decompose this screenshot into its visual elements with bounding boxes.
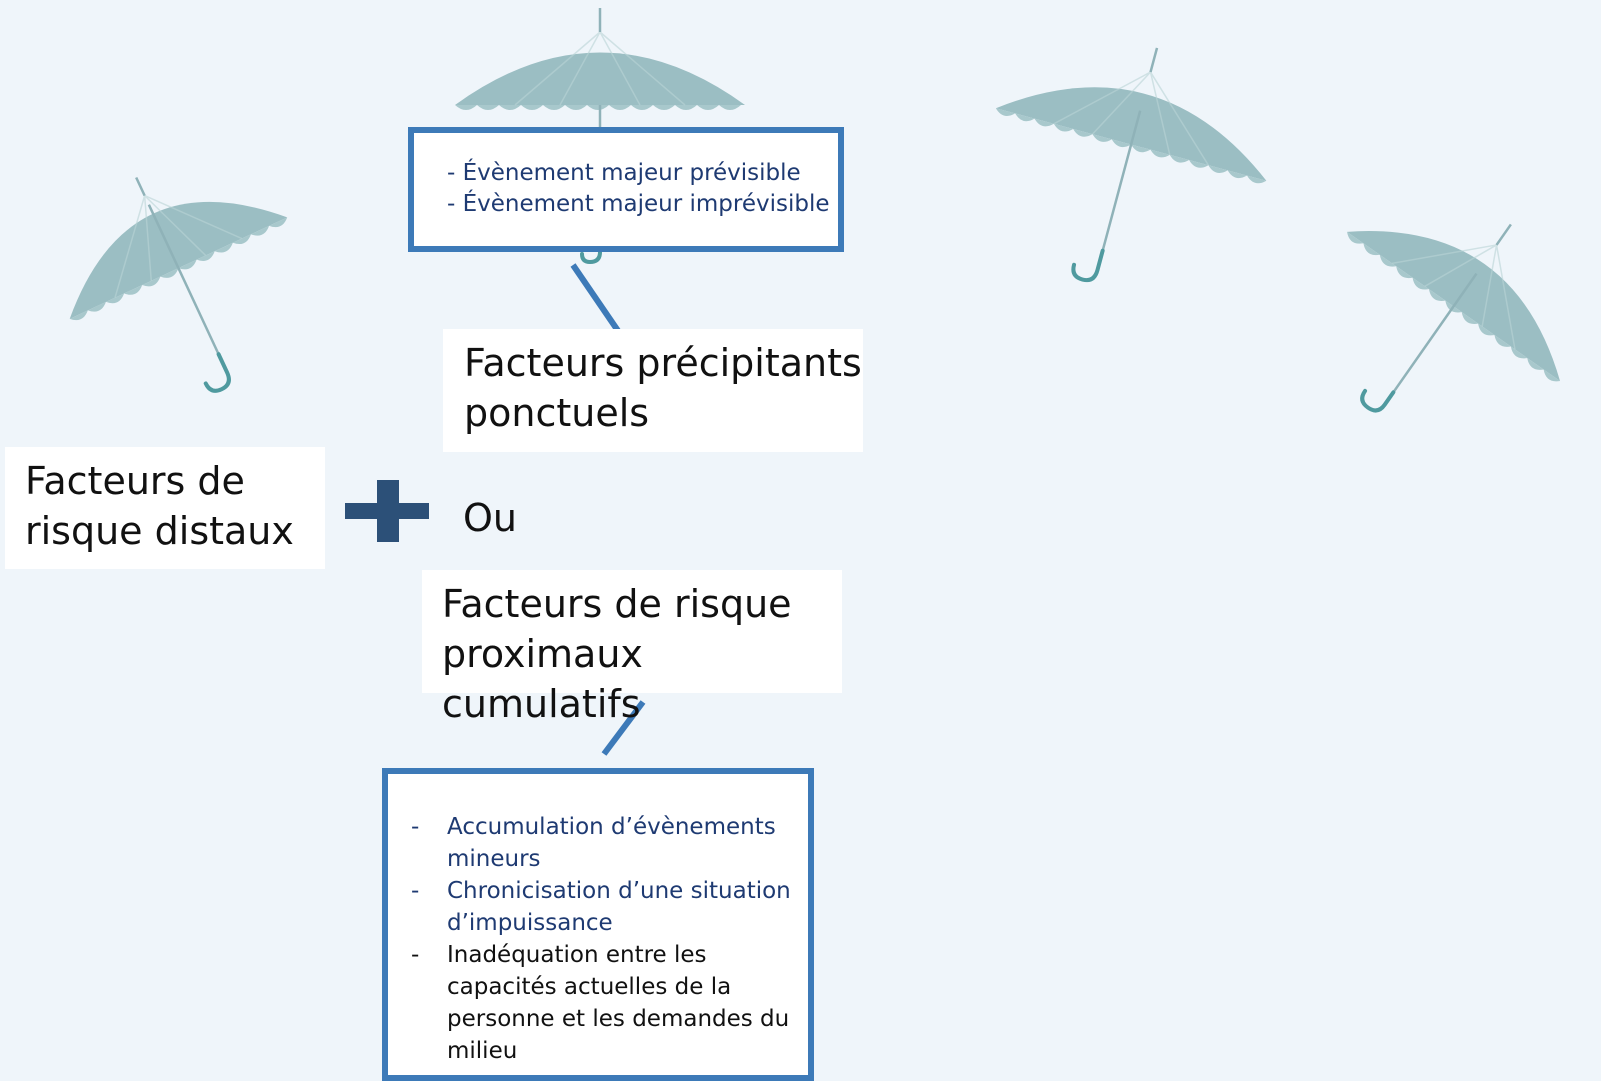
cumulative-event-line: capacités actuelles de la xyxy=(447,974,732,1000)
cumulative-events-list: - Accumulation d’évènements mineurs - Ch… xyxy=(411,811,808,1067)
cumulative-event-item: - Inadéquation entre les capacités actue… xyxy=(411,939,808,1067)
precipitating-title-line: Facteurs précipitants xyxy=(464,341,862,385)
bullet-dash: - xyxy=(411,814,420,840)
umbrella-icon xyxy=(1347,223,1561,413)
distal-title-line: risque distaux xyxy=(25,509,294,553)
cumulative-title-line: proximaux cumulatifs xyxy=(442,632,643,726)
plus-icon xyxy=(345,480,429,542)
cumulative-event-line: Inadéquation entre les xyxy=(447,942,707,968)
bullet-dash: - xyxy=(411,878,420,904)
cumulative-event-line: d’impuissance xyxy=(447,910,613,936)
precipitating-event-item: - Évènement majeur imprévisible xyxy=(447,191,830,217)
cumulative-factors-label: Facteurs de risque proximaux cumulatifs xyxy=(422,570,842,726)
umbrella-icon xyxy=(995,47,1267,283)
precipitating-title-line: ponctuels xyxy=(464,391,650,435)
umbrella-icon xyxy=(455,8,745,265)
precipitating-event-item: - Évènement majeur prévisible xyxy=(447,160,801,186)
cumulative-event-line: Chronicisation d’une situation xyxy=(447,878,791,904)
cumulative-event-item: - Chronicisation d’une situation d’impui… xyxy=(411,875,808,939)
cumulative-events-box: - Accumulation d’évènements mineurs - Ch… xyxy=(382,768,814,1081)
bullet-dash: - xyxy=(411,942,420,968)
umbrella-icon xyxy=(69,176,288,393)
precipitating-factors-label: Facteurs précipitants ponctuels xyxy=(443,329,863,452)
cumulative-title-line: Facteurs de risque xyxy=(442,582,792,626)
cumulative-event-line: personne et les demandes du xyxy=(447,1006,790,1032)
cumulative-event-item: - Accumulation d’évènements mineurs xyxy=(411,811,808,875)
distal-title-line: Facteurs de xyxy=(25,459,245,503)
or-label: Ou xyxy=(463,496,517,540)
cumulative-event-line: mineurs xyxy=(447,846,541,872)
distal-risk-factors-label: Facteurs de risque distaux xyxy=(5,447,325,569)
precipitating-events-box: - Évènement majeur prévisible - Évènemen… xyxy=(408,127,844,252)
cumulative-event-line: Accumulation d’évènements xyxy=(447,814,776,840)
cumulative-event-line: milieu xyxy=(447,1038,518,1064)
